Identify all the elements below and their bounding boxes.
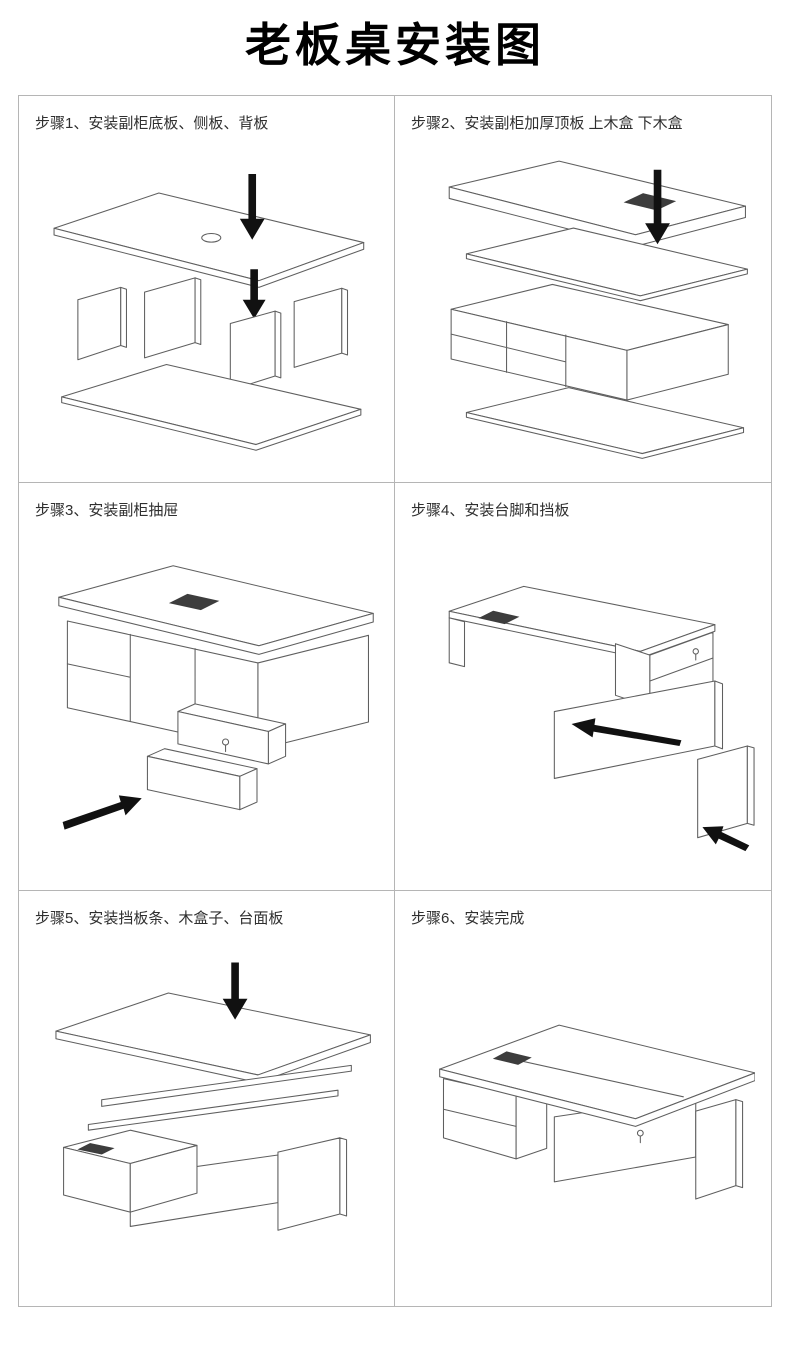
- page-title: 老板桌安装图: [245, 19, 545, 71]
- step-3-drawing: [58, 564, 374, 830]
- step-4-label: 步骤4、安装台脚和挡板: [411, 501, 570, 519]
- step-5-drawing: [55, 962, 371, 1231]
- left-arrow-icon: [702, 825, 750, 851]
- step-3-panel: 步骤3、安装副柜抽屉: [19, 482, 395, 891]
- left-arrow-icon: [571, 717, 682, 746]
- step-6-panel: 步骤6、安装完成: [395, 891, 771, 1306]
- step-1-diagram: [35, 137, 378, 472]
- step-5-panel: 步骤5、安装挡板条、木盒子、台面板: [19, 890, 395, 1306]
- step-2-diagram: [411, 137, 755, 472]
- down-arrow-icon: [222, 962, 248, 1020]
- step-6-diagram: [411, 932, 755, 1296]
- step-6-label: 步骤6、安装完成: [411, 909, 525, 927]
- step-1-panel: 步骤1、安装副柜底板、侧板、背板: [19, 95, 395, 483]
- down-arrow-icon: [239, 173, 265, 240]
- key-icon: [692, 647, 699, 661]
- steps-grid: 步骤1、安装副柜底板、侧板、背板: [18, 94, 772, 1307]
- wire-box-hole: [492, 1050, 532, 1065]
- right-arrow-icon: [62, 794, 142, 830]
- key-icon: [221, 738, 230, 752]
- down-arrow-icon: [645, 169, 670, 244]
- step-1-label: 步骤1、安装副柜底板、侧板、背板: [35, 114, 269, 132]
- page: 老板桌安装图 步骤1、安装副柜底板、侧板、背板: [18, 19, 772, 1307]
- down-arrow-icon: [242, 268, 266, 319]
- wire-box-hole: [77, 1142, 115, 1155]
- step-4-diagram: [411, 524, 755, 880]
- grommet-hole: [201, 232, 222, 243]
- step-4-drawing: [448, 585, 755, 851]
- step-5-label: 步骤5、安装挡板条、木盒子、台面板: [35, 909, 284, 927]
- key-icon: [636, 1129, 644, 1143]
- step-5-diagram: [35, 932, 378, 1296]
- step-3-diagram: [35, 524, 378, 880]
- step-2-panel: 步骤2、安装副柜加厚顶板 上木盒 下木盒: [395, 96, 771, 483]
- step-3-label: 步骤3、安装副柜抽屉: [35, 501, 179, 519]
- step-4-panel: 步骤4、安装台脚和挡板: [395, 483, 771, 891]
- step-2-label: 步骤2、安装副柜加厚顶板 上木盒 下木盒: [411, 114, 683, 132]
- step-1-drawing: [53, 173, 365, 451]
- step-2-drawing: [448, 160, 748, 459]
- step-6-drawing: [439, 1024, 755, 1200]
- wire-box-hole: [478, 610, 520, 624]
- wire-box-hole: [168, 593, 220, 610]
